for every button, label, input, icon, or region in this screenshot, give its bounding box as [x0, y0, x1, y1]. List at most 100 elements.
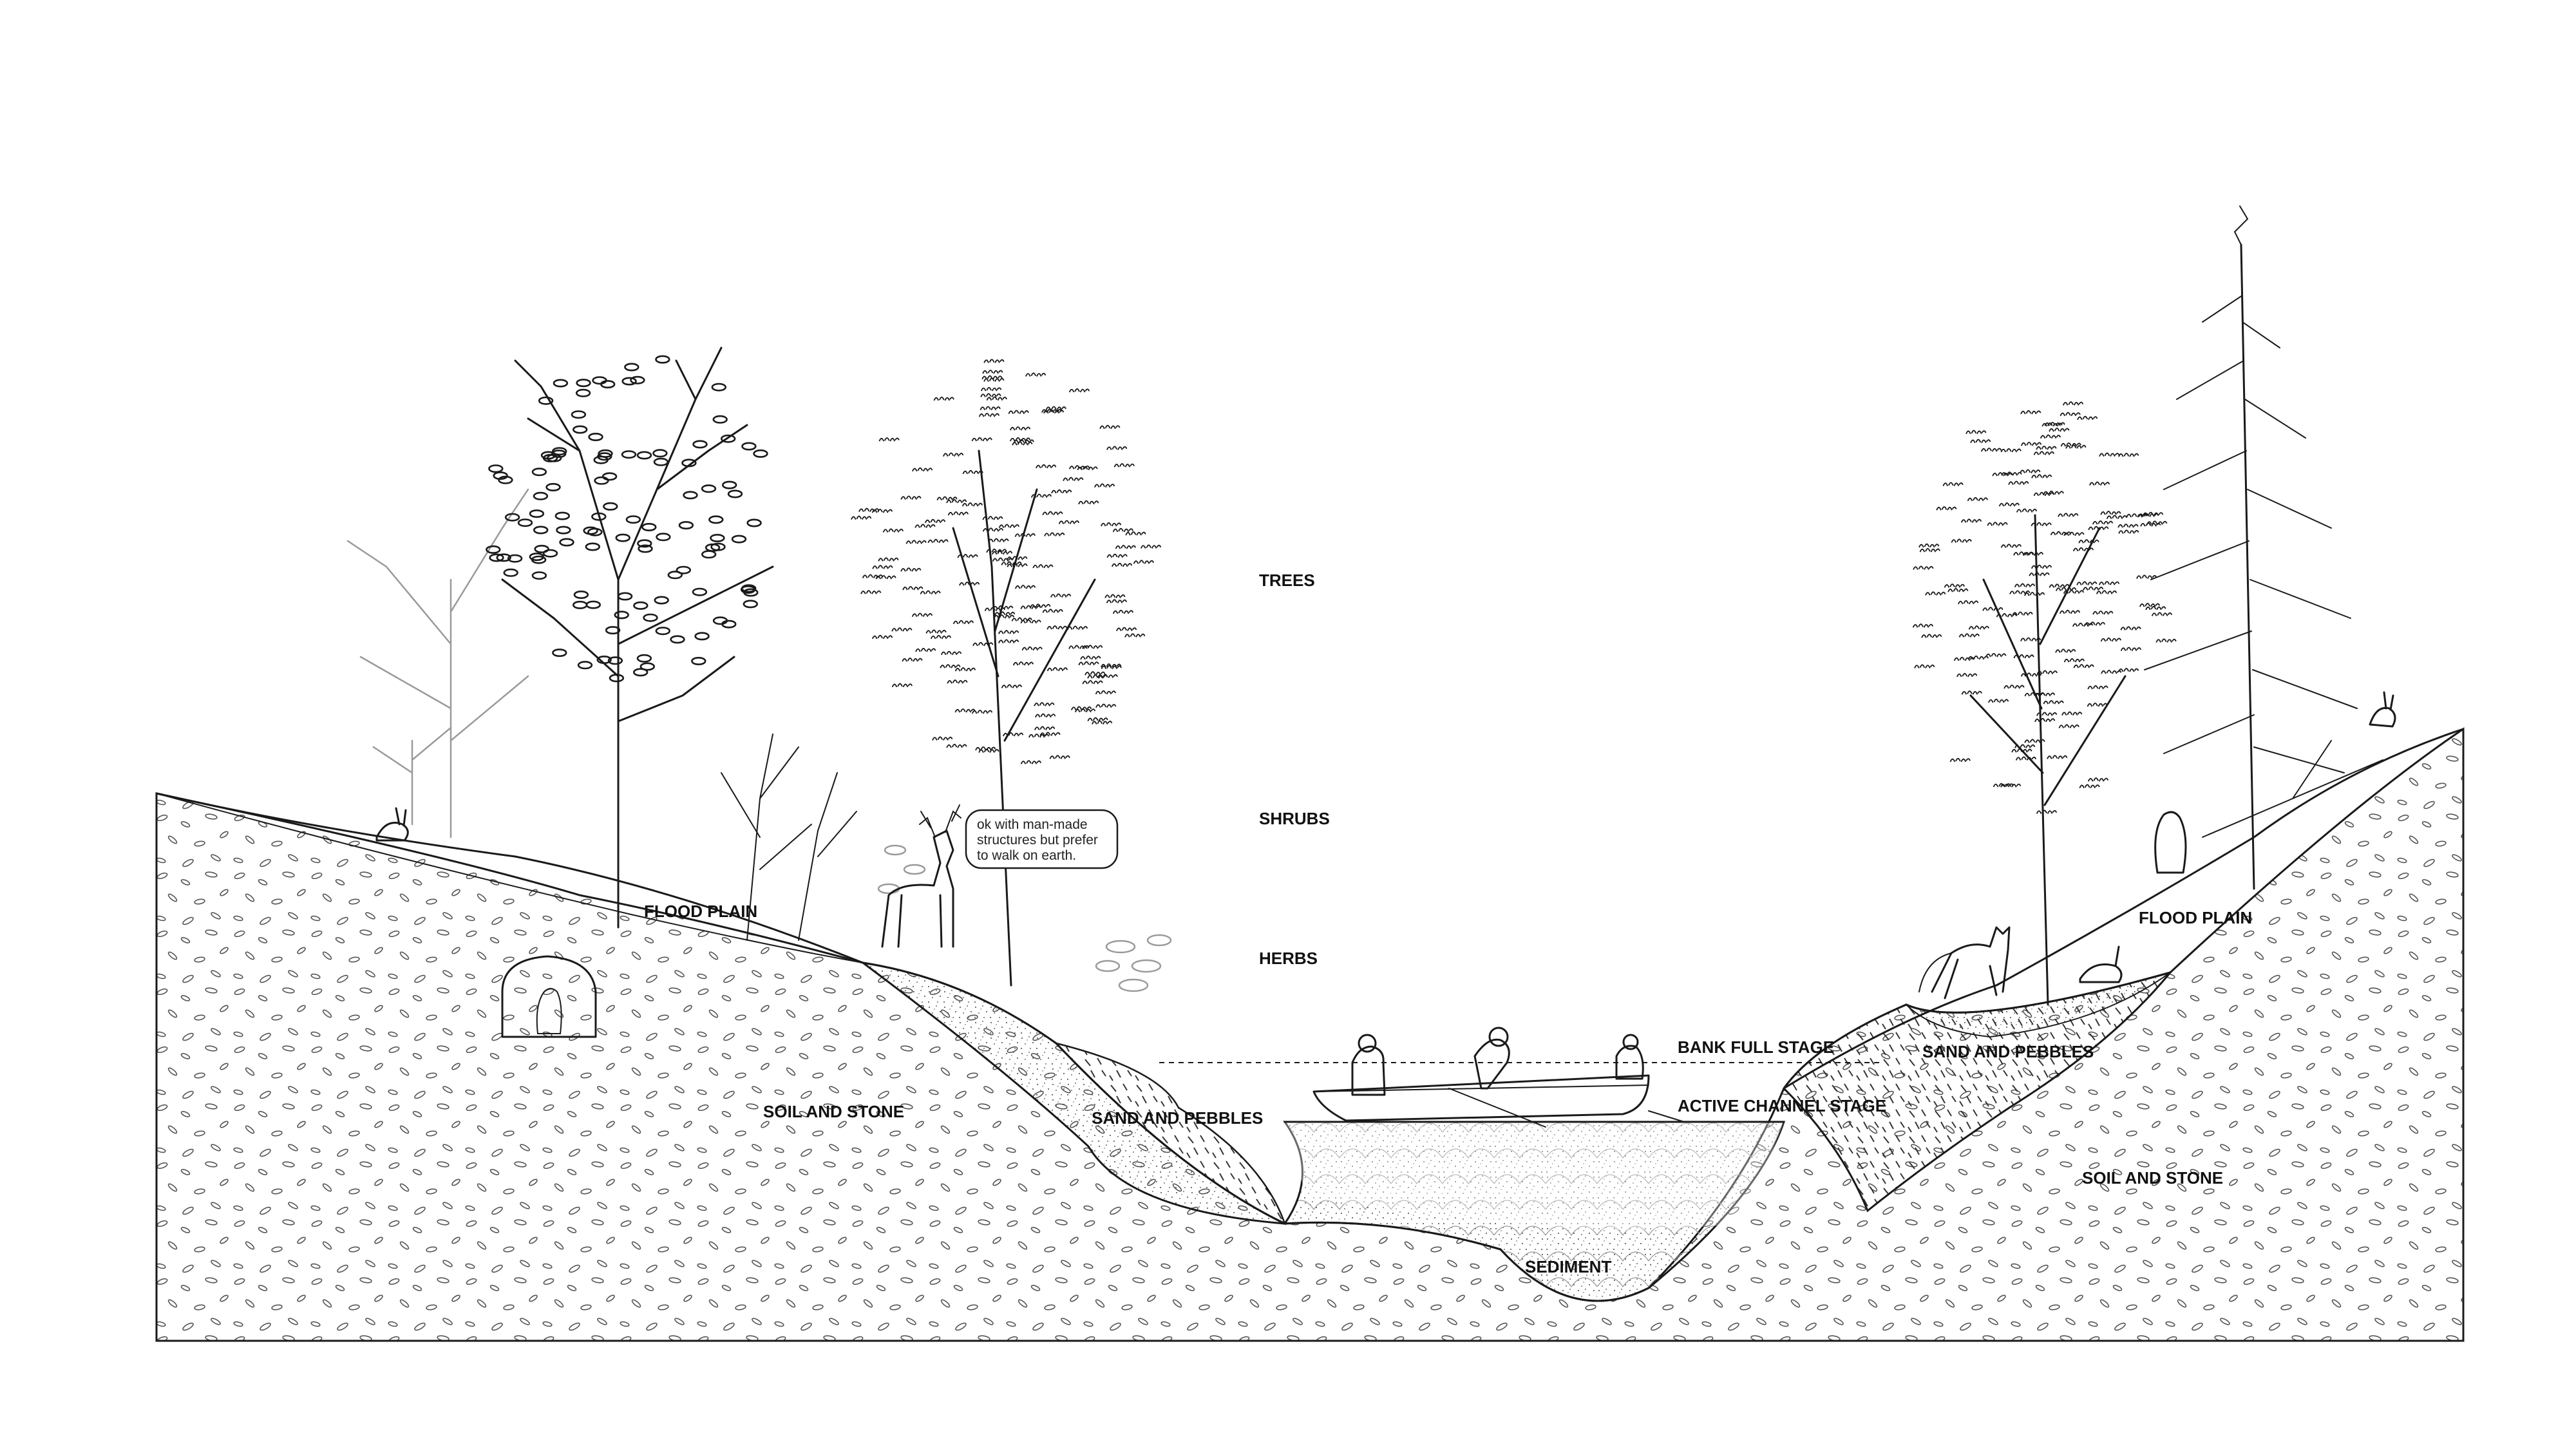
- leaf-mark: [861, 591, 881, 594]
- leaf-mark: [1951, 759, 1971, 762]
- leaf-mark: [2099, 453, 2119, 457]
- leaf-mark: [2093, 611, 2113, 614]
- leaf-mark: [655, 597, 668, 603]
- leaf-mark: [2062, 712, 2082, 715]
- leaf-mark: [1043, 609, 1063, 612]
- leaf-mark: [702, 486, 715, 492]
- leaf-mark: [999, 640, 1019, 643]
- leaf-mark: [2015, 584, 2035, 587]
- leaf-mark: [616, 535, 630, 541]
- leaf-mark: [2107, 516, 2127, 519]
- leaf-mark: [1112, 564, 1132, 567]
- leaf-mark: [2049, 584, 2069, 587]
- leaf-mark: [641, 663, 654, 670]
- leaf-mark: [2035, 719, 2055, 722]
- leaf-mark: [638, 655, 651, 661]
- leaf-mark: [1113, 529, 1133, 532]
- right-deciduous-tree: [1971, 515, 2125, 1005]
- leaf-mark: [1107, 554, 1127, 558]
- leaf-mark: [2014, 655, 2034, 658]
- leaf-mark: [943, 453, 963, 457]
- leaf-mark: [572, 412, 585, 418]
- leaf-mark: [2088, 778, 2108, 781]
- leaf-mark: [623, 378, 636, 384]
- leaf-mark: [589, 433, 603, 440]
- leaf-mark: [920, 591, 940, 594]
- leaf-mark: [2034, 451, 2054, 455]
- leaf-mark: [963, 503, 983, 506]
- leaf-mark: [748, 520, 761, 526]
- fox-icon: [1919, 927, 2009, 998]
- leaf-mark: [1126, 532, 1146, 535]
- rabbit-icon-right: [2080, 947, 2121, 982]
- label-sand-and-pebbles-left: SAND AND PEBBLES: [1092, 1108, 1263, 1128]
- leaf-mark: [1969, 626, 1989, 629]
- leaf-mark: [1070, 389, 1090, 392]
- leaf-mark: [2079, 540, 2099, 543]
- leaf-mark: [489, 466, 502, 472]
- left-deciduous-tree: [502, 348, 773, 927]
- leaf-mark: [1083, 681, 1103, 684]
- leaf-mark: [1075, 709, 1095, 712]
- leaf-mark: [671, 636, 685, 643]
- leaf-mark: [2101, 670, 2121, 674]
- leaf-mark: [983, 370, 1003, 374]
- leaf-mark: [638, 452, 651, 459]
- leaf-mark: [657, 534, 670, 540]
- leaf-mark: [1022, 647, 1042, 650]
- leaf-mark: [981, 393, 1001, 397]
- leaf-mark: [851, 516, 871, 520]
- leaf-mark: [654, 459, 668, 465]
- right-pine-tree: [2145, 206, 2357, 889]
- label-flood-plain-right: FLOOD PLAIN: [2139, 908, 2252, 927]
- leaf-mark: [1982, 448, 2002, 451]
- leaf-mark: [958, 554, 978, 558]
- leaf-mark: [547, 484, 560, 490]
- leaf-mark: [2029, 573, 2049, 576]
- leaf-mark: [915, 524, 935, 527]
- leaf-mark: [1962, 691, 1982, 694]
- leaf-mark: [2152, 612, 2172, 616]
- leaf-mark: [588, 529, 601, 535]
- leaf-mark: [693, 589, 706, 595]
- leaf-mark: [1036, 465, 1056, 468]
- leaf-mark: [873, 565, 893, 569]
- leaf-mark: [622, 451, 636, 458]
- label-shrubs: SHRUBS: [1259, 809, 1330, 828]
- leaf-mark: [593, 377, 607, 384]
- leaf-mark: [1107, 600, 1127, 603]
- leaf-mark: [928, 540, 948, 543]
- leaf-mark: [2043, 701, 2063, 704]
- leaf-mark: [2121, 627, 2141, 630]
- leaf-mark: [873, 509, 893, 513]
- leaf-mark: [1915, 665, 1935, 668]
- leaf-mark: [2035, 693, 2055, 696]
- leaf-mark: [2083, 587, 2103, 591]
- leaf-mark: [942, 652, 961, 655]
- leaf-mark: [1986, 654, 2006, 657]
- leaf-mark: [1989, 699, 2009, 703]
- leaf-mark: [573, 601, 587, 608]
- leaf-mark: [2001, 449, 2021, 452]
- leaf-mark: [1096, 705, 1116, 708]
- label-active-channel-stage: ACTIVE CHANNEL STAGE: [1678, 1096, 1886, 1115]
- leaf-mark: [1034, 703, 1054, 706]
- leaf-mark: [2090, 482, 2110, 486]
- leaf-mark: [533, 469, 546, 475]
- leaf-mark: [933, 737, 952, 740]
- leaf-mark: [1945, 584, 1965, 587]
- leaf-mark: [984, 359, 1004, 363]
- leaf-mark: [879, 438, 899, 441]
- leaf-mark: [925, 520, 945, 523]
- leaf-mark: [2074, 665, 2094, 668]
- leaf-mark: [615, 612, 629, 618]
- leaf-mark: [947, 680, 967, 683]
- leaf-mark: [2065, 659, 2085, 662]
- leaf-mark: [1920, 549, 1940, 552]
- leaf-mark: [1052, 490, 1072, 493]
- leaf-mark: [2121, 648, 2141, 651]
- leaf-mark: [901, 497, 921, 500]
- label-sand-and-pebbles-right: SAND AND PEBBLES: [1922, 1042, 2094, 1061]
- leaf-mark: [603, 503, 617, 509]
